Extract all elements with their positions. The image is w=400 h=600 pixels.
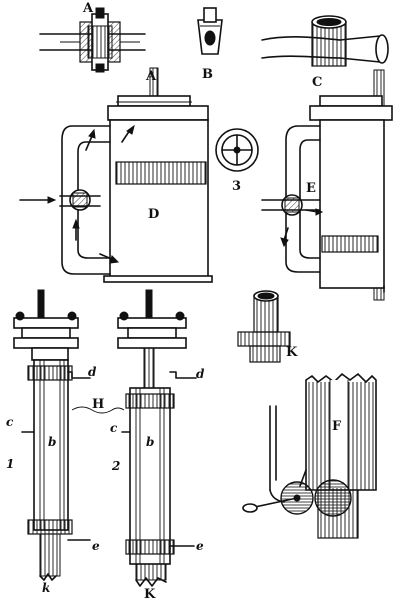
label-k-right: K — [286, 345, 298, 360]
label-c2: c — [110, 421, 118, 435]
pump-2 — [117, 289, 197, 587]
pump-cylinder-e — [261, 69, 393, 301]
pipe-joint-a-top — [39, 7, 146, 73]
label-d: D — [148, 207, 159, 222]
label-two: 2 — [111, 459, 120, 473]
label-d1: d — [88, 365, 97, 379]
label-b1: b — [48, 435, 56, 449]
column-f — [242, 372, 377, 539]
wheel-3 — [215, 128, 259, 172]
pump-1 — [13, 289, 91, 581]
label-e2: e — [196, 539, 204, 553]
label-a-top: A — [82, 1, 94, 16]
label-h: H — [92, 397, 104, 412]
label-a: A — [145, 69, 157, 84]
label-k-left: k — [42, 581, 50, 595]
h-brace — [71, 406, 125, 414]
label-three: 3 — [232, 179, 241, 194]
label-e: E — [306, 181, 316, 196]
pump-cylinder-d — [19, 67, 213, 283]
plug-b — [197, 7, 223, 55]
socket-c — [261, 15, 389, 67]
label-b2: b — [146, 435, 154, 449]
label-e1: e — [92, 539, 100, 553]
label-d2: d — [196, 367, 205, 381]
label-b: B — [202, 67, 213, 82]
socket-k-small — [237, 290, 291, 363]
label-f: F — [332, 419, 342, 434]
label-k-bottom: K — [144, 587, 156, 600]
label-c1: c — [6, 415, 14, 429]
label-c: C — [312, 75, 322, 90]
label-one: 1 — [6, 457, 14, 471]
